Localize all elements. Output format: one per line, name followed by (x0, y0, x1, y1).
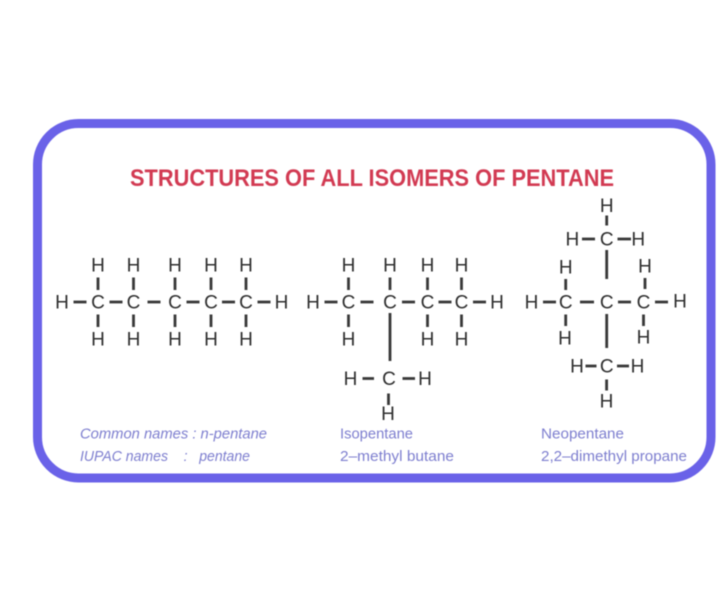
svg-text:H: H (275, 293, 289, 314)
svg-text:H: H (455, 330, 469, 351)
svg-text:Isopentane: Isopentane (340, 426, 413, 443)
svg-text:H: H (600, 392, 614, 413)
svg-text:H: H (558, 329, 572, 350)
svg-text:H: H (421, 330, 435, 351)
svg-text:H: H (127, 330, 141, 351)
svg-text:H: H (673, 292, 687, 313)
svg-text:H: H (55, 293, 69, 314)
svg-text:H: H (204, 330, 218, 351)
svg-text:H: H (490, 293, 504, 314)
svg-text:H: H (91, 330, 105, 351)
svg-text:H: H (168, 256, 182, 277)
svg-text:H: H (418, 369, 432, 390)
svg-text:C: C (204, 293, 218, 314)
svg-text:H: H (344, 369, 358, 390)
svg-text:H: H (239, 330, 253, 351)
svg-text:H: H (204, 256, 218, 277)
svg-text:H: H (127, 256, 141, 277)
svg-text:H: H (342, 330, 356, 351)
svg-text:H: H (566, 230, 580, 251)
svg-text:H: H (559, 258, 573, 279)
svg-text:C: C (168, 293, 182, 314)
svg-text:IUPAC names : pentane: IUPAC names : pentane (80, 448, 250, 465)
svg-text:H: H (637, 328, 651, 349)
svg-text:C: C (600, 230, 614, 251)
svg-text:H: H (631, 230, 645, 251)
svg-text:H: H (306, 293, 320, 314)
svg-text:H: H (525, 293, 539, 314)
svg-text:H: H (168, 330, 182, 351)
svg-text:C: C (91, 293, 105, 314)
svg-text:C: C (455, 293, 469, 314)
svg-text:Neopentane: Neopentane (541, 426, 624, 443)
svg-text:H: H (91, 256, 105, 277)
svg-text:Common names : n-pentane: Common names : n-pentane (80, 426, 267, 443)
svg-text:2–methyl butane: 2–methyl butane (340, 448, 454, 465)
svg-text:STRUCTURES OF ALL ISOMERS OF P: STRUCTURES OF ALL ISOMERS OF PENTANE (130, 165, 614, 192)
svg-text:H: H (638, 257, 652, 278)
svg-text:C: C (637, 293, 651, 314)
svg-text:C: C (239, 293, 253, 314)
svg-text:C: C (600, 293, 614, 314)
svg-text:C: C (382, 369, 396, 390)
svg-text:C: C (383, 293, 397, 314)
svg-text:H: H (381, 404, 395, 425)
svg-text:H: H (631, 357, 645, 378)
svg-text:H: H (570, 357, 584, 378)
svg-text:H: H (600, 196, 614, 217)
svg-text:H: H (239, 256, 253, 277)
svg-text:C: C (342, 293, 356, 314)
svg-text:C: C (127, 293, 141, 314)
svg-text:H: H (421, 256, 435, 277)
svg-text:C: C (559, 293, 573, 314)
svg-text:2,2–dimethyl propane: 2,2–dimethyl propane (541, 448, 687, 465)
svg-text:H: H (455, 256, 469, 277)
svg-text:C: C (421, 293, 435, 314)
svg-text:C: C (600, 357, 614, 378)
svg-text:H: H (383, 256, 397, 277)
svg-text:H: H (342, 256, 356, 277)
